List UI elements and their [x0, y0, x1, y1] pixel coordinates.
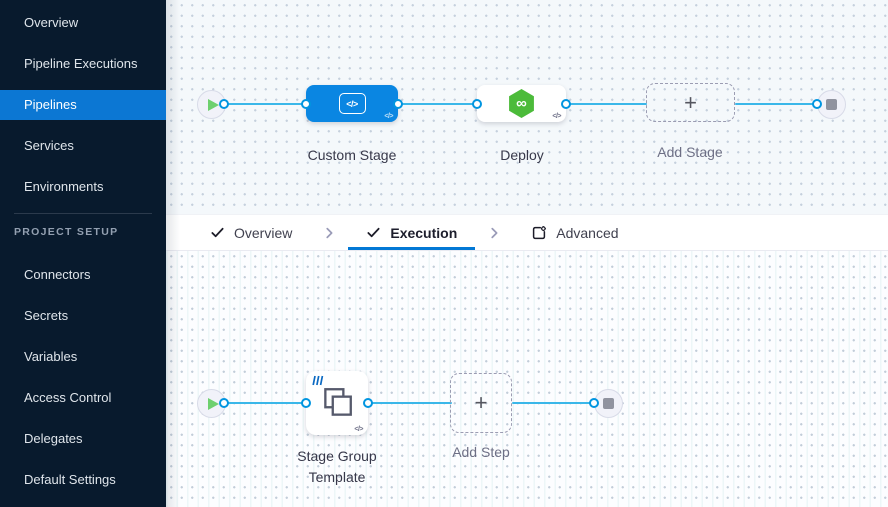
end-in-port[interactable] [812, 99, 822, 109]
stop-icon [603, 398, 614, 409]
advanced-icon [533, 225, 547, 239]
stage-group-in-port[interactable] [301, 398, 311, 408]
sidebar-item-services[interactable]: Services [24, 138, 74, 153]
stage-group-template-label: Stage Group Template [297, 448, 377, 485]
custom-stage-label: Custom Stage [307, 147, 397, 163]
custom-stage-in-port[interactable] [301, 99, 311, 109]
custom-stage-out-port[interactable] [393, 99, 403, 109]
sidebar-item-overview[interactable]: Overview [24, 15, 79, 30]
sidebar-item-environments[interactable]: Environments [24, 179, 104, 194]
deploy-in-port[interactable] [472, 99, 482, 109]
link-start-to-custom-stage [224, 102, 308, 105]
execution-graph-canvas[interactable]: </> Stage Group Template + Add Step [166, 251, 888, 507]
stage-config-tabbar: Overview Execution Advanced [166, 214, 888, 251]
plus-icon: + [474, 390, 488, 415]
sidebar-item-default-settings[interactable]: Default Settings [24, 472, 116, 487]
sidebar-item-access-control[interactable]: Access Control [24, 390, 112, 405]
add-step-node[interactable]: + [450, 373, 512, 433]
stop-icon [826, 99, 837, 110]
check-icon [211, 227, 224, 238]
deploy-stage-node[interactable]: ∞ </> [477, 85, 566, 122]
link-start-to-stage-group [224, 401, 308, 404]
stage-graph-canvas[interactable]: </> </> Custom Stage ∞ </> Deploy + Add … [166, 0, 888, 214]
tab-execution-label: Execution [390, 224, 458, 241]
end-in-port[interactable] [589, 398, 599, 408]
add-step-label: Add Step [452, 444, 510, 460]
sidebar-item-delegates[interactable]: Delegates [24, 431, 83, 446]
link-add-stage-to-end [735, 102, 818, 105]
project-setup-heading: PROJECT SETUP [14, 226, 119, 238]
stage-group-template-node[interactable]: </> [306, 371, 368, 435]
start-out-port[interactable] [219, 398, 229, 408]
deploy-out-port[interactable] [561, 99, 571, 109]
yaml-code-icon: </> [384, 113, 393, 120]
custom-stage-node[interactable]: </> </> [306, 85, 398, 122]
sidebar-item-pipeline-executions[interactable]: Pipeline Executions [24, 56, 138, 71]
tab-overview[interactable]: Overview [192, 215, 310, 250]
chevron-right-icon [322, 215, 336, 250]
tab-execution[interactable]: Execution [348, 215, 476, 250]
custom-stage-icon: </> [338, 93, 366, 114]
stage-group-icon [324, 388, 352, 416]
link-add-step-to-end [512, 401, 596, 404]
template-badge-icon [312, 375, 324, 386]
link-custom-stage-to-deploy [398, 102, 478, 105]
yaml-code-icon: </> [552, 113, 561, 120]
sidebar-divider [14, 213, 152, 214]
stage-group-out-port[interactable] [363, 398, 373, 408]
deploy-stage-label: Deploy [500, 147, 544, 163]
deploy-icon: ∞ [509, 89, 534, 118]
check-icon [367, 227, 380, 238]
add-stage-label: Add Stage [657, 144, 723, 160]
chevron-right-icon [487, 215, 501, 250]
add-stage-node[interactable]: + [646, 83, 735, 122]
main-area: </> </> Custom Stage ∞ </> Deploy + Add … [166, 0, 888, 507]
start-out-port[interactable] [219, 99, 229, 109]
play-icon [208, 98, 219, 111]
tab-overview-label: Overview [234, 224, 293, 241]
tab-advanced-label: Advanced [556, 224, 619, 241]
link-stage-group-to-add-step [368, 401, 452, 404]
sidebar-item-variables[interactable]: Variables [24, 349, 78, 364]
sidebar-item-pipelines[interactable]: Pipelines [0, 90, 166, 120]
sidebar: Overview Pipeline Executions Pipelines S… [0, 0, 166, 507]
sidebar-item-secrets[interactable]: Secrets [24, 308, 69, 323]
link-deploy-to-add-stage [566, 102, 647, 105]
tab-advanced[interactable]: Advanced [513, 215, 636, 250]
sidebar-item-connectors[interactable]: Connectors [24, 267, 91, 282]
yaml-code-icon: </> [354, 426, 363, 433]
plus-icon: + [684, 89, 697, 115]
play-icon [208, 397, 219, 410]
